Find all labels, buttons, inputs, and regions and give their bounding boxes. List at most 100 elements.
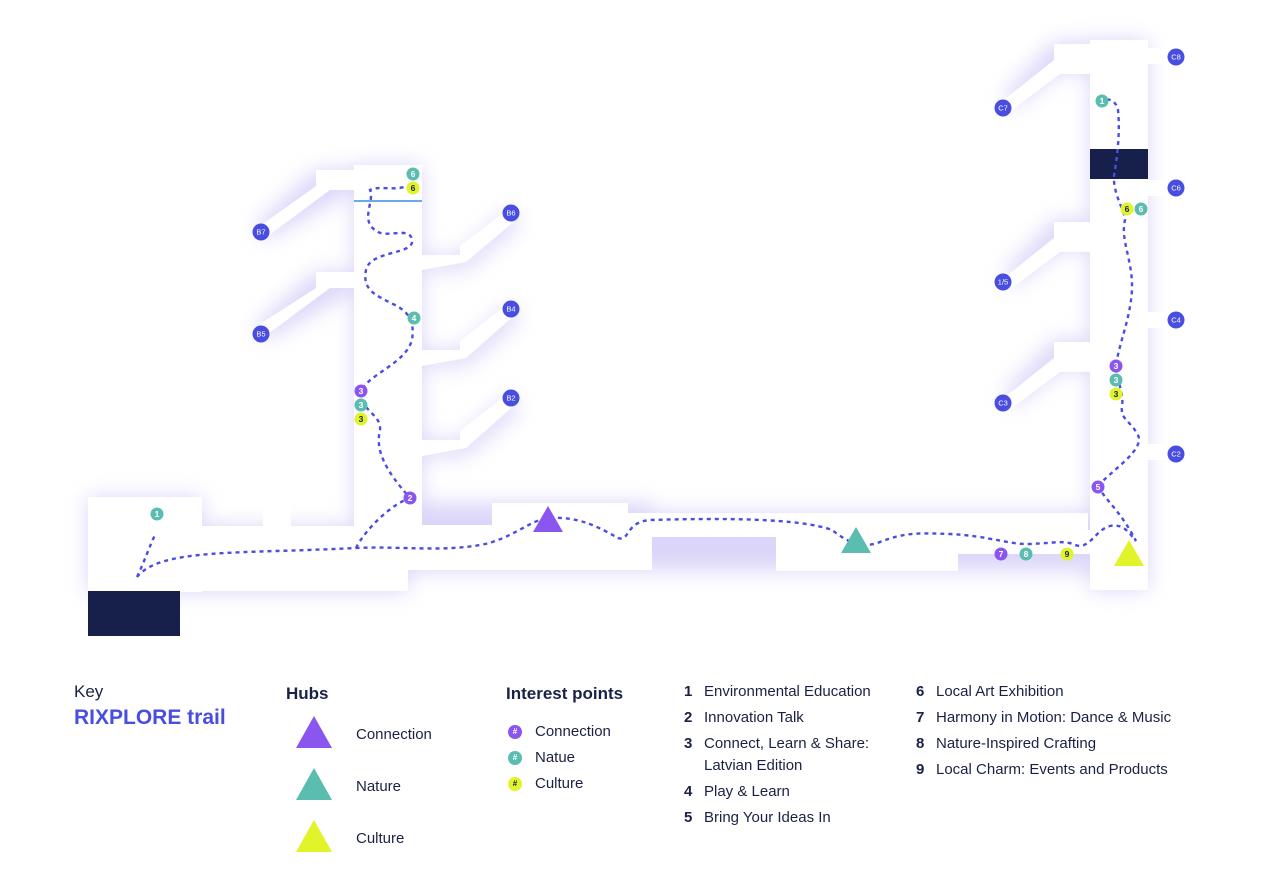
room-marker-label: B5 <box>256 330 265 339</box>
legend-title: RIXPLORE trail <box>74 706 226 729</box>
room-marker-label: C2 <box>1171 450 1181 459</box>
interest-point-number: 1 <box>155 509 160 519</box>
ip-label: Culture <box>535 775 584 792</box>
interest-point-nature[interactable]: 3 <box>354 398 368 412</box>
hub-culture-marker[interactable] <box>1114 540 1144 566</box>
room-marker-dot <box>994 394 1012 412</box>
room-marker[interactable]: 1/5 <box>994 273 1012 291</box>
interest-point-nature[interactable]: 8 <box>1019 547 1033 561</box>
event-number: 9 <box>916 761 925 778</box>
interest-point-dot <box>354 412 368 426</box>
interest-point-connection[interactable]: 3 <box>1109 359 1123 373</box>
ip-item-nature: # Natue <box>506 749 666 771</box>
room-marker[interactable]: C8 <box>1167 48 1185 66</box>
room-marker-dot <box>994 99 1012 117</box>
room-marker-label: B2 <box>506 394 515 403</box>
room-marker-label: C4 <box>1171 316 1181 325</box>
interest-point-dot <box>1109 373 1123 387</box>
interest-point-number: 2 <box>408 493 413 503</box>
interest-point-number: 1 <box>1100 96 1105 106</box>
interest-point-dot <box>150 507 164 521</box>
interest-point-culture[interactable]: 6 <box>406 181 420 195</box>
ip-label: Natue <box>535 749 576 766</box>
room-marker[interactable]: C4 <box>1167 311 1185 329</box>
hub-item-connection: Connection <box>296 716 496 756</box>
room-marker-dot <box>252 223 270 241</box>
interest-point-number: 3 <box>1114 361 1119 371</box>
interest-point-nature[interactable]: 3 <box>1109 373 1123 387</box>
hub-connection-marker[interactable] <box>533 506 563 532</box>
room-marker-label: 1/5 <box>998 278 1008 287</box>
interest-point-nature[interactable]: 6 <box>1134 202 1148 216</box>
event-name: Harmony in Motion: Dance & Music <box>936 709 1172 726</box>
interest-point-culture[interactable]: 3 <box>1109 387 1123 401</box>
interest-point-nature[interactable]: 4 <box>407 311 421 325</box>
interest-point-number: 3 <box>359 386 364 396</box>
interest-point-dot <box>1134 202 1148 216</box>
room-marker-dot <box>252 325 270 343</box>
interest-point-dot <box>403 491 417 505</box>
event-number: 6 <box>916 683 925 700</box>
ip-label: Connection <box>535 723 611 740</box>
event-name: Environmental Education <box>704 683 871 700</box>
interest-point-dot <box>406 181 420 195</box>
interest-point-culture[interactable]: 9 <box>1060 547 1074 561</box>
event-number: 2 <box>684 709 693 726</box>
room-marker[interactable]: B4 <box>502 300 520 318</box>
interest-point-dot <box>1091 480 1105 494</box>
interest-point-dot <box>1060 547 1074 561</box>
event-name: Local Charm: Events and Products <box>936 761 1168 778</box>
interest-point-connection[interactable]: 5 <box>1091 480 1105 494</box>
room-marker[interactable]: C6 <box>1167 179 1185 197</box>
room-marker-dot <box>1167 311 1185 329</box>
event-number: 7 <box>916 709 925 726</box>
interest-point-number: 7 <box>999 549 1004 559</box>
interest-point-number: 8 <box>1024 549 1029 559</box>
hub-nature-icon <box>296 768 332 800</box>
room-marker-label: C6 <box>1171 184 1181 193</box>
room-marker[interactable]: C2 <box>1167 445 1185 463</box>
interest-point-culture[interactable]: 3 <box>354 412 368 426</box>
dark-block-east <box>1090 149 1148 179</box>
room-marker[interactable]: B5 <box>252 325 270 343</box>
room-marker-dot <box>1167 48 1185 66</box>
interest-point-number: 6 <box>1139 204 1144 214</box>
map-hubs <box>533 506 1144 566</box>
event-number: 8 <box>916 735 925 752</box>
interest-point-number: 5 <box>1096 482 1101 492</box>
hubs-heading: Hubs <box>286 684 329 703</box>
hub-item-nature: Nature <box>296 768 496 808</box>
floor-plan <box>88 40 1166 592</box>
interest-point-dot <box>1120 202 1134 216</box>
room-marker[interactable]: B2 <box>502 389 520 407</box>
interest-point-dot <box>354 384 368 398</box>
room-marker[interactable]: B7 <box>252 223 270 241</box>
interest-point-dot <box>994 547 1008 561</box>
room-marker[interactable]: B6 <box>502 204 520 222</box>
ip-item-connection: # Connection <box>506 723 666 745</box>
room-marker-label: C7 <box>998 104 1008 113</box>
interest-point-connection[interactable]: 2 <box>403 491 417 505</box>
ip-nature-icon: # <box>508 751 522 765</box>
room-marker-dot <box>1167 445 1185 463</box>
interest-point-nature[interactable]: 6 <box>406 167 420 181</box>
interest-point-number: 6 <box>1125 204 1130 214</box>
interest-point-connection[interactable]: 3 <box>354 384 368 398</box>
event-number: 3 <box>684 735 693 752</box>
hub-label: Connection <box>356 726 432 743</box>
room-marker[interactable]: C7 <box>994 99 1012 117</box>
event-number: 1 <box>684 683 693 700</box>
interest-point-connection[interactable]: 7 <box>994 547 1008 561</box>
event-name: Play & Learn <box>704 783 790 800</box>
interest-point-nature[interactable]: 1 <box>150 507 164 521</box>
room-marker[interactable]: C3 <box>994 394 1012 412</box>
legend-key-label: Key <box>74 682 104 701</box>
interest-point-culture[interactable]: 6 <box>1120 202 1134 216</box>
interest-point-number: 9 <box>1065 549 1070 559</box>
interest-point-dot <box>354 398 368 412</box>
interest-point-nature[interactable]: 1 <box>1095 94 1109 108</box>
hub-nature-marker[interactable] <box>841 527 871 553</box>
interest-point-dot <box>406 167 420 181</box>
